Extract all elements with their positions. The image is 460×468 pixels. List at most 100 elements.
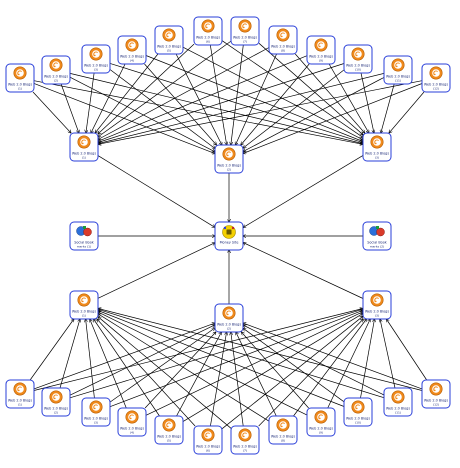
- node-t11[interactable]: Web 2.0 Blogs(12): [421, 63, 451, 93]
- node-b3[interactable]: Web 2.0 Blogs(4): [117, 407, 147, 437]
- node-label: Web 2.0 Blogs: [233, 36, 257, 40]
- rss-blog-icon: [314, 410, 328, 424]
- node-b7[interactable]: Web 2.0 Blogs(8): [268, 415, 298, 445]
- rss-blog-icon: [314, 38, 328, 52]
- node-t7[interactable]: Web 2.0 Blogs(8): [268, 25, 298, 55]
- node-sublabel: (2): [54, 411, 58, 415]
- edge-b3-to-n0: [90, 319, 127, 409]
- node-b11[interactable]: Web 2.0 Blogs(12): [421, 379, 451, 409]
- node-m0[interactable]: Web 2.0 Blogs(1): [69, 132, 99, 162]
- rss-blog-icon: [351, 400, 365, 414]
- node-b1[interactable]: Web 2.0 Blogs(2): [41, 387, 71, 417]
- edge-b6-to-n1: [231, 332, 244, 427]
- node-n0[interactable]: Web 2.0 Blogs(1): [69, 290, 99, 320]
- edge-t3-to-m0: [91, 63, 126, 133]
- rss-blog-icon: [222, 147, 236, 161]
- edge-t6-to-m2: [258, 43, 363, 134]
- node-t1[interactable]: Web 2.0 Blogs(2): [41, 55, 71, 85]
- node-b6[interactable]: Web 2.0 Blogs(7): [230, 425, 260, 455]
- node-b10[interactable]: Web 2.0 Blogs(11): [383, 387, 413, 417]
- node-b9[interactable]: Web 2.0 Blogs(10): [343, 397, 373, 427]
- node-label: Web 2.0 Blogs: [8, 399, 32, 403]
- edge-t2-to-m1: [109, 69, 215, 149]
- node-label: Social Book: [74, 241, 94, 245]
- node-label: Web 2.0 Blogs: [386, 75, 410, 79]
- edge-b1-to-n2: [69, 309, 363, 399]
- node-t4[interactable]: Web 2.0 Blogs(5): [154, 25, 184, 55]
- node-label: Web 2.0 Blogs: [72, 152, 96, 156]
- node-b4[interactable]: Web 2.0 Blogs(5): [154, 415, 184, 445]
- edge-b2-to-n0: [86, 319, 95, 399]
- node-b5[interactable]: Web 2.0 Blogs(6): [193, 425, 223, 455]
- edge-b5-to-n1: [210, 332, 226, 427]
- node-t10[interactable]: Web 2.0 Blogs(11): [383, 55, 413, 85]
- rss-blog-icon: [222, 306, 236, 320]
- node-t5[interactable]: Web 2.0 Blogs(6): [193, 16, 223, 46]
- node-m2[interactable]: Web 2.0 Blogs(3): [362, 132, 392, 162]
- edge-b10-to-n1: [243, 325, 385, 396]
- rss-blog-icon: [429, 382, 443, 396]
- edge-t11-to-m1: [243, 83, 423, 154]
- rss-blog-icon: [13, 66, 27, 80]
- node-n2[interactable]: Web 2.0 Blogs(3): [362, 290, 392, 320]
- edge-b4-to-n1: [176, 332, 222, 417]
- node-label: Web 2.0 Blogs: [233, 445, 257, 449]
- edge-b10-to-n2: [380, 319, 396, 389]
- edge-m0-to-hub: [97, 155, 215, 228]
- rss-blog-icon: [351, 47, 365, 61]
- node-label: Web 2.0 Blogs: [424, 83, 448, 87]
- rss-blog-icon: [162, 418, 176, 432]
- node-sublabel: (2): [227, 327, 231, 331]
- node-hub[interactable]: Money Site: [214, 221, 244, 251]
- node-sublabel: (5): [167, 49, 171, 53]
- node-label: Web 2.0 Blogs: [72, 310, 96, 314]
- node-b2[interactable]: Web 2.0 Blogs(3): [81, 397, 111, 427]
- edge-b11-to-n2: [386, 319, 427, 381]
- node-b8[interactable]: Web 2.0 Blogs(9): [306, 407, 336, 437]
- node-label: Web 2.0 Blogs: [309, 55, 333, 59]
- edge-n2-to-hub: [243, 243, 364, 299]
- node-label: Web 2.0 Blogs: [217, 164, 241, 168]
- node-sublabel: (7): [243, 40, 247, 44]
- edge-b8-to-n1: [241, 332, 309, 409]
- edge-t5-to-m0: [98, 43, 195, 134]
- edge-t11-to-m2: [389, 91, 425, 133]
- edge-b0-to-n0: [29, 319, 74, 381]
- rss-blog-icon: [391, 390, 405, 404]
- edge-b9-to-n0: [98, 311, 345, 407]
- node-t2[interactable]: Web 2.0 Blogs(3): [81, 44, 111, 74]
- rss-blog-icon: [125, 38, 139, 52]
- rss-blog-icon: [89, 47, 103, 61]
- edge-b5-to-n2: [221, 316, 363, 430]
- edge-t7-to-m2: [295, 53, 364, 133]
- node-t6[interactable]: Web 2.0 Blogs(7): [230, 16, 260, 46]
- edge-t9-to-m2: [360, 72, 374, 133]
- edge-t3-to-m2: [145, 55, 363, 142]
- rss-blog-icon: [162, 28, 176, 42]
- edge-t5-to-m1: [209, 44, 226, 145]
- edge-t4-to-m2: [182, 46, 363, 140]
- node-sublabel: (8): [281, 49, 285, 53]
- node-label: Web 2.0 Blogs: [84, 64, 108, 68]
- edge-t5-to-m2: [221, 40, 363, 138]
- rss-blog-icon: [276, 28, 290, 42]
- node-t0[interactable]: Web 2.0 Blogs(1): [5, 63, 35, 93]
- rss-blog-icon: [125, 410, 139, 424]
- node-label: Money Site: [220, 241, 239, 245]
- rss-blog-icon: [238, 428, 252, 442]
- node-t3[interactable]: Web 2.0 Blogs(4): [117, 35, 147, 65]
- node-label: Web 2.0 Blogs: [44, 75, 68, 79]
- node-n1[interactable]: Web 2.0 Blogs(2): [214, 303, 244, 333]
- node-t9[interactable]: Web 2.0 Blogs(10): [343, 44, 373, 74]
- edge-b0-to-n2: [33, 309, 363, 391]
- node-label: Web 2.0 Blogs: [424, 399, 448, 403]
- edge-b10-to-n0: [98, 309, 385, 399]
- edge-b3-to-n2: [145, 312, 363, 416]
- node-m1[interactable]: Web 2.0 Blogs(2): [214, 144, 244, 174]
- node-b0[interactable]: Web 2.0 Blogs(1): [5, 379, 35, 409]
- node-t8[interactable]: Web 2.0 Blogs(9): [306, 35, 336, 65]
- edge-t6-to-m1: [231, 44, 244, 145]
- rss-blog-icon: [238, 19, 252, 33]
